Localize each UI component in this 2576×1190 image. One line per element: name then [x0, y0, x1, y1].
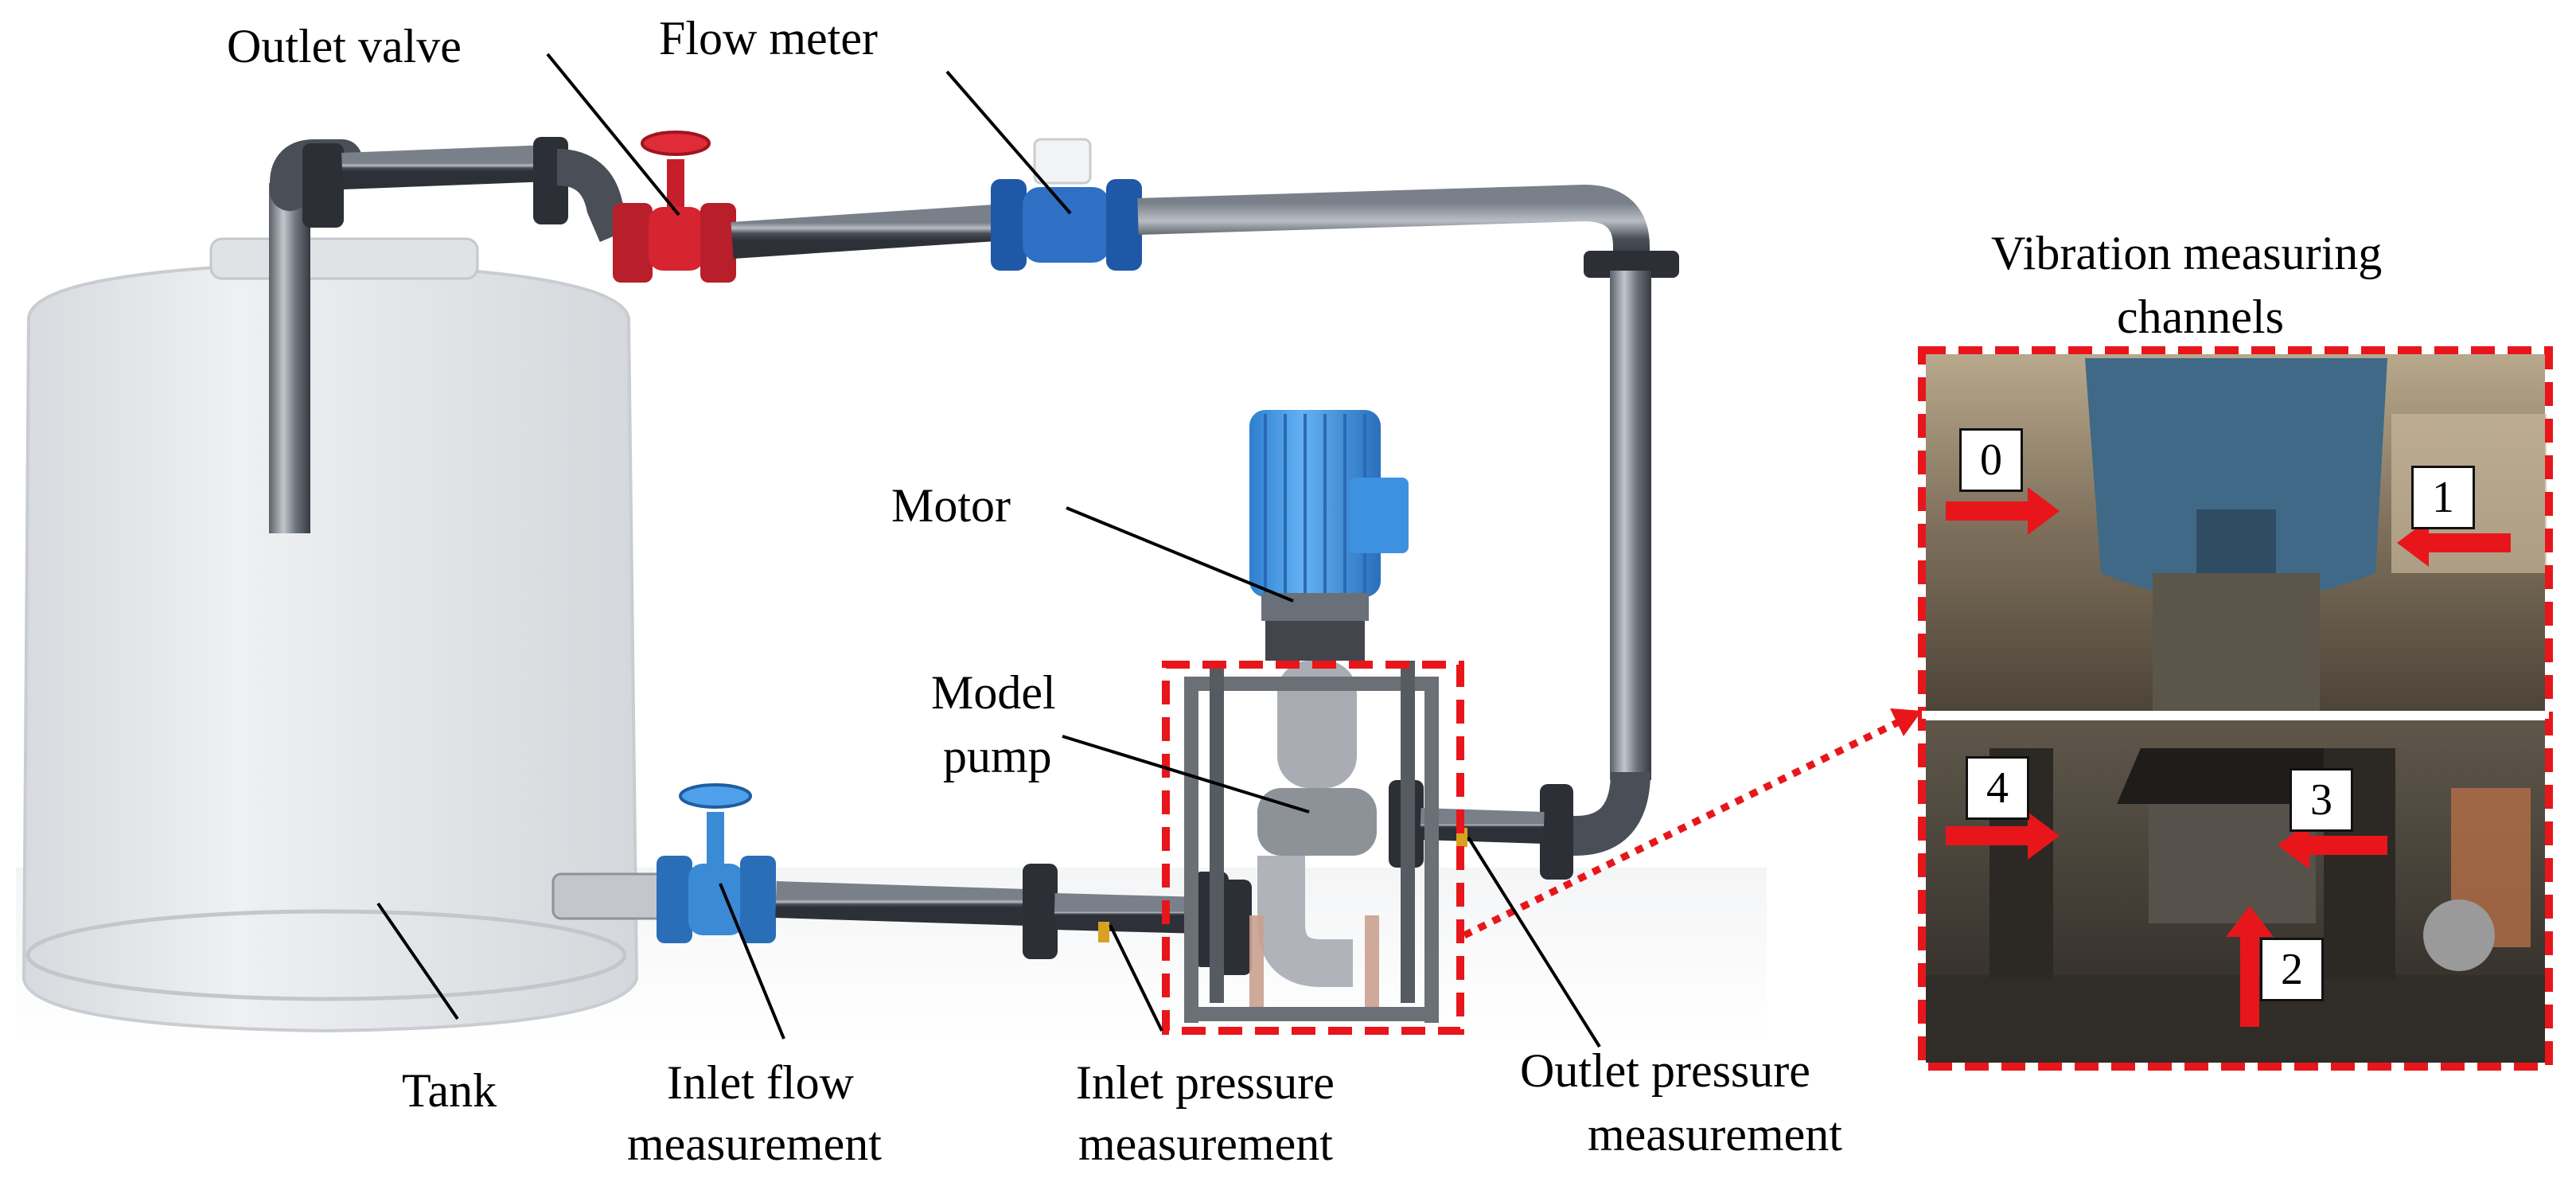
motor-label: Motor	[891, 479, 1011, 532]
outlet-pressure-label-line1: Outlet pressure	[1520, 1044, 1810, 1097]
model-pump-body	[1214, 661, 1379, 1011]
pump-highlight-box	[1162, 661, 1464, 1035]
motor-body	[1249, 410, 1409, 661]
outlet-valve-body	[613, 131, 736, 283]
model-pump-label-line1: Model	[931, 666, 1056, 719]
channel-2-label: 2	[2260, 938, 2324, 1001]
vibration-title-line1: Vibration measuring	[1991, 227, 2383, 279]
tank-label: Tank	[402, 1064, 497, 1117]
inlet-pressure-label-line2: measurement	[1078, 1118, 1333, 1170]
channel-1-label: 1	[2411, 466, 2475, 529]
inlet-pipe-line	[551, 780, 1545, 967]
outlet-pressure-label-line2: measurement	[1588, 1108, 1842, 1161]
outlet-pipe-line	[270, 131, 1679, 880]
channel-arrows	[1946, 487, 2511, 1027]
flow-meter-label: Flow meter	[659, 12, 878, 64]
outlet-valve-label: Outlet valve	[227, 20, 462, 72]
inlet-flow-label-line2: measurement	[627, 1118, 882, 1170]
vibration-photo-panel	[1918, 346, 2553, 1071]
inlet-valve-body	[657, 783, 776, 943]
pump-frame	[1184, 661, 1439, 1023]
vibration-title-line2: channels	[2117, 291, 2284, 343]
flow-meter-body	[991, 138, 1142, 271]
model-pump-label-line2: pump	[943, 730, 1052, 782]
channel-4-label: 4	[1966, 756, 2029, 820]
photo-highlight-box	[1918, 346, 2553, 1071]
inlet-pressure-label-line1: Inlet pressure	[1076, 1056, 1335, 1109]
inlet-flow-label-line1: Inlet flow	[667, 1056, 854, 1109]
link-arrow	[1463, 708, 1922, 939]
leader-lines	[376, 53, 1601, 1048]
tank	[21, 183, 639, 1033]
channel-0-label: 0	[1959, 428, 2023, 492]
channel-3-label: 3	[2290, 768, 2353, 832]
